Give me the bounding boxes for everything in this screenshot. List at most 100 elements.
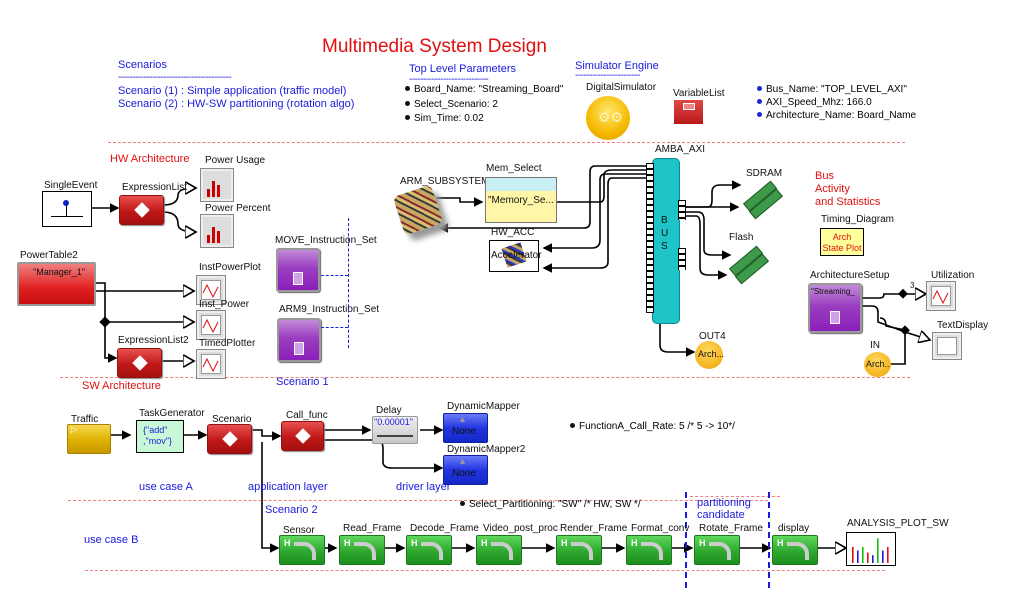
move-instruction-set-label: MOVE_Instruction_Set: [275, 235, 377, 246]
traffic-actor[interactable]: ▷: [67, 424, 111, 454]
curved-arrow-icon: [294, 542, 316, 560]
power-table-actor[interactable]: "Manager_1": [17, 262, 96, 306]
top-level-parameters-heading: Top Level Parameters: [409, 63, 516, 75]
stage-display[interactable]: H: [772, 535, 818, 565]
stage-decode-frame[interactable]: H: [406, 535, 452, 565]
hw-acc-block[interactable]: Accelerator: [489, 240, 542, 272]
application-layer-label: application layer: [248, 481, 328, 493]
traffic-label: Traffic: [71, 414, 99, 425]
curved-arrow-icon: [787, 542, 809, 560]
inst-power-plot-display[interactable]: [196, 310, 226, 340]
inst-power-label: Inst_Power: [199, 299, 250, 310]
text-display-block[interactable]: [932, 332, 962, 360]
curved-arrow-icon: [491, 542, 513, 560]
single-event-label: SingleEvent: [44, 180, 98, 191]
variable-list-block[interactable]: [674, 100, 703, 124]
stage-read-frame[interactable]: H: [339, 535, 385, 565]
bus-output-ports-2: [678, 248, 686, 270]
in-port-value: Arch..: [866, 359, 890, 369]
analysis-bar: [857, 550, 859, 563]
task-line: {"add": [143, 425, 168, 435]
curved-arrow-icon: [354, 542, 376, 560]
stage-rotate-frame[interactable]: H: [694, 535, 740, 565]
single-event-actor[interactable]: [42, 191, 92, 227]
arm9-link: [321, 327, 348, 328]
timed-plotter[interactable]: [196, 349, 226, 379]
out4-port[interactable]: Arch...: [695, 341, 724, 369]
play-icon: ▷: [71, 425, 78, 434]
stage-label-format-conv: Format_conv: [631, 523, 690, 534]
utilization-plot[interactable]: [926, 281, 956, 311]
diamond-icon: [221, 431, 238, 447]
bus-label: B U S: [661, 215, 669, 252]
scenario-actor[interactable]: [207, 424, 252, 454]
analysis-bar: [882, 550, 884, 563]
scenarios-separator: ----------------------------------------: [118, 72, 232, 83]
bar-chart-icon: [207, 227, 220, 243]
dynamic-mapper-actor[interactable]: ▲ None: [443, 413, 488, 443]
heading-line: and Statistics: [815, 196, 881, 208]
stage-label-render-frame: Render_Frame: [560, 523, 628, 534]
analysis-plot-block[interactable]: [846, 532, 896, 566]
call-func-label: Call_func: [286, 410, 328, 421]
digital-simulator-director[interactable]: ⚙⚙: [586, 96, 630, 140]
divider-middle: [60, 377, 910, 378]
timing-diagram-block[interactable]: Arch State Plot: [820, 228, 864, 256]
arm-subsystem-label: ARM_SUBSYSTEM: [400, 176, 490, 187]
heading-line: Bus: [815, 170, 834, 182]
analysis-bar: [872, 555, 874, 563]
task-generator-actor[interactable]: {"add" ,"mov"}: [136, 420, 184, 453]
sine-wave-icon: [932, 289, 949, 305]
dynamic-mapper2-actor[interactable]: ▲ None: [443, 455, 488, 485]
inst-power-plot[interactable]: [196, 275, 226, 305]
divider-top-right: [422, 142, 905, 143]
sdram-module[interactable]: [742, 180, 784, 220]
scenario1-label: Scenario 1: [276, 376, 329, 388]
timing-diagram-label: Timing_Diagram: [821, 214, 894, 225]
stage-render-frame[interactable]: H: [556, 535, 602, 565]
delay-label: Delay: [376, 405, 402, 416]
inst-power-plot-label: InstPowerPlot: [199, 262, 261, 273]
hardware-icon: H: [699, 538, 706, 548]
mem-select-actor[interactable]: "Memory_Se...: [485, 177, 557, 223]
arm9-instruction-set-label: ARM9_Instruction_Set: [279, 304, 380, 315]
stage-sensor[interactable]: H: [279, 535, 325, 565]
in-port[interactable]: Arch..: [864, 352, 891, 377]
call-func-actor[interactable]: [281, 421, 324, 451]
power-usage-plot[interactable]: [200, 168, 234, 202]
parameter-bus-name[interactable]: Bus_Name: "TOP_LEVEL_AXI": [757, 84, 907, 95]
parameter-sim-time[interactable]: Sim_Time: 0.02: [405, 113, 484, 124]
architecture-setup-block[interactable]: "Streaming_: [808, 283, 862, 333]
parameter-select-scenario[interactable]: Select_Scenario: 2: [405, 99, 498, 110]
parameter-architecture-name[interactable]: Architecture_Name: Board_Name: [757, 110, 916, 121]
dynamic-mapper2-value: None: [452, 468, 476, 479]
arm9-instruction-set-block[interactable]: [277, 318, 321, 362]
list-icon: [683, 103, 695, 110]
parameter-select-partitioning[interactable]: Select_Partitioning: "SW" /* HW, SW */: [460, 499, 641, 510]
move-instruction-set-block[interactable]: [276, 248, 320, 292]
stage-format-conv[interactable]: H: [626, 535, 672, 565]
flash-module[interactable]: [728, 245, 770, 285]
parameter-board-name[interactable]: Board_Name: "Streaming_Board": [405, 84, 563, 95]
parameter-axi-speed[interactable]: AXI_Speed_Mhz: 166.0: [757, 97, 872, 108]
stage-label-sensor: Sensor: [283, 525, 315, 536]
hardware-icon: H: [481, 538, 488, 548]
power-percent-plot[interactable]: [200, 214, 234, 248]
expression-list-actor[interactable]: [119, 195, 164, 225]
hardware-icon: H: [284, 538, 291, 548]
scenario2-label: Scenario 2: [265, 504, 318, 516]
stage-video-post-proc[interactable]: H: [476, 535, 522, 565]
scenario-item-1: Scenario (1) : Simple application (traff…: [118, 85, 347, 97]
hw-architecture-label: HW Architecture: [110, 153, 190, 165]
delay-actor[interactable]: "0.00001": [372, 416, 418, 444]
parameter-call-rate[interactable]: FunctionA_Call_Rate: 5 /* 5 -> 10*/: [570, 421, 735, 432]
expression-list2-actor[interactable]: [117, 348, 162, 378]
mem-select-label: Mem_Select: [486, 163, 542, 174]
power-table-value: "Manager_1": [33, 267, 85, 277]
move-link: [321, 275, 348, 276]
triangle-icon: ▲: [458, 456, 467, 466]
digital-simulator-label: DigitalSimulator: [586, 82, 657, 93]
use-case-a-label: use case A: [139, 481, 193, 493]
partitioning-candidate-label: partitioning candidate: [697, 497, 751, 521]
amba-axi-bus[interactable]: B U S: [652, 158, 680, 324]
